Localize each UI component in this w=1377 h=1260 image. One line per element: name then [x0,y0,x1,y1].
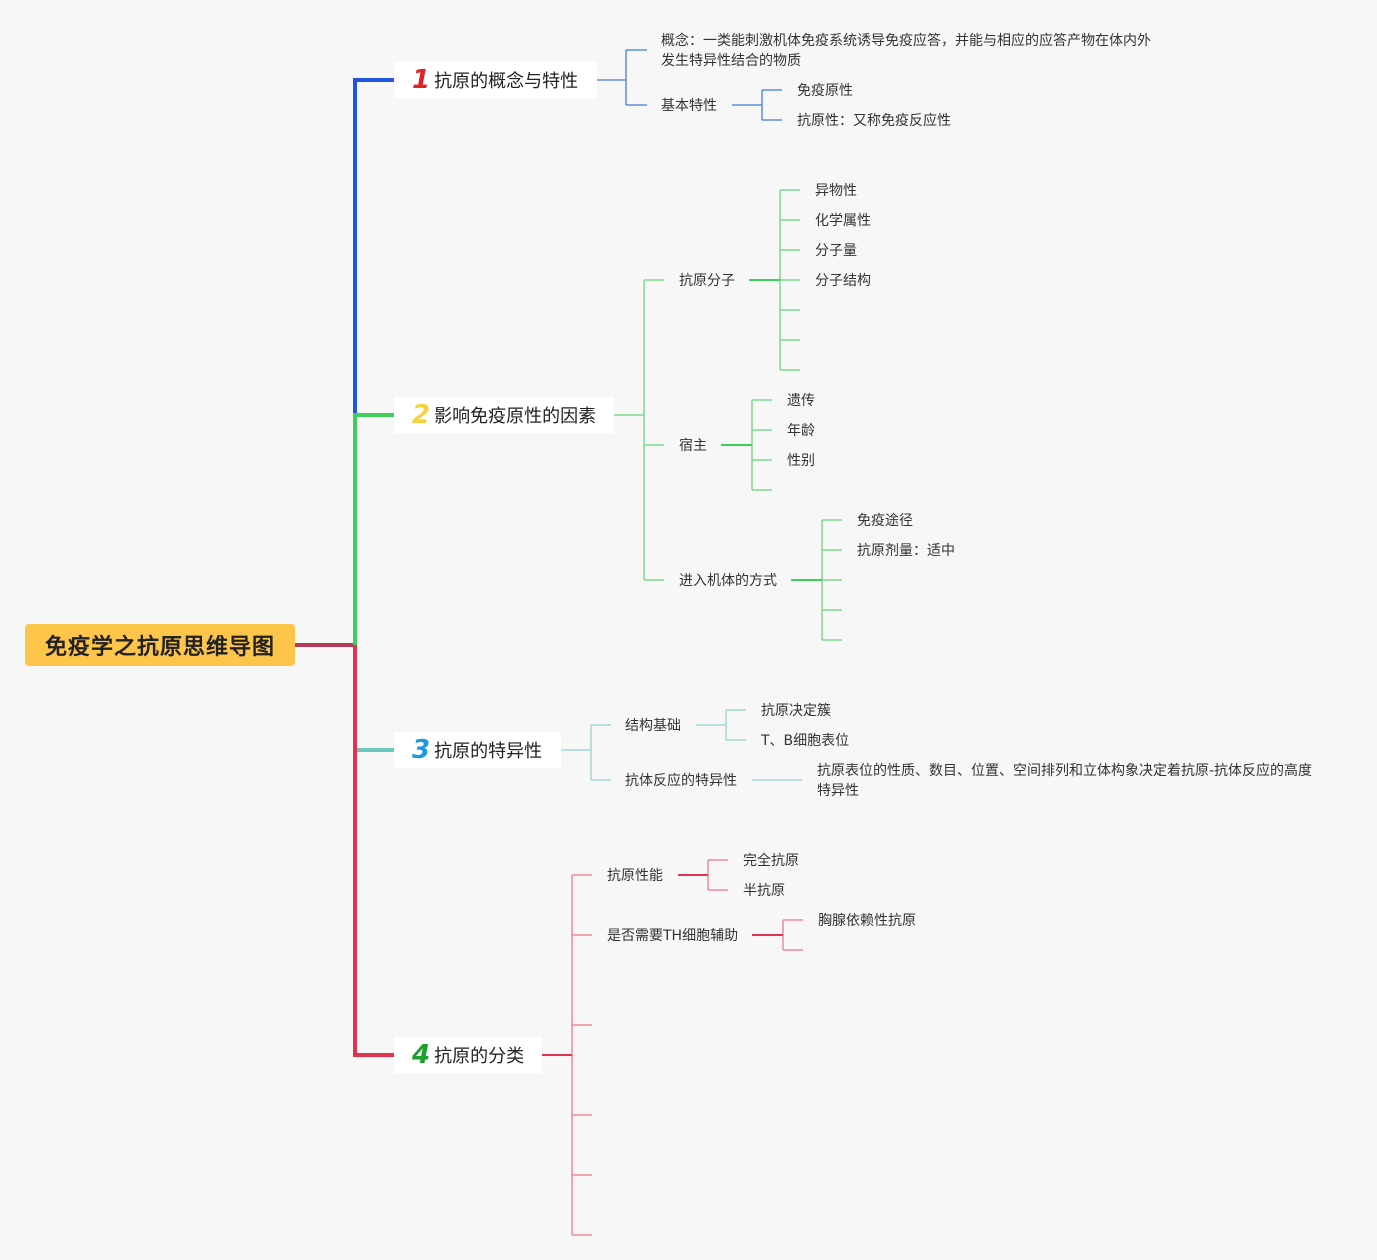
molecular-weight[interactable]: 分子量 [815,243,857,259]
immunization-route[interactable]: 免疫途径 [857,513,913,529]
entry-route[interactable]: 进入机体的方式 [679,573,777,589]
sex[interactable]: 性别 [787,453,815,469]
complete-antigen[interactable]: 完全抗原 [743,853,799,869]
branch-2-topic[interactable]: 2 影响免疫原性的因素 [394,397,614,433]
branch1-connector [353,78,394,645]
number-1-icon: 1 [412,65,431,95]
antigen-performance[interactable]: 抗原性能 [607,868,663,884]
thymus-dependent-antigen[interactable]: 胸腺依赖性抗原 [818,913,916,929]
reaction-description[interactable]: 抗原表位的性质、数目、位置、空间排列和立体构象决定着抗原-抗体反应的高度特异性 [817,763,1313,799]
branch4-connector [353,645,394,1057]
hapten[interactable]: 半抗原 [743,883,785,899]
th-cell-requirement[interactable]: 是否需要TH细胞辅助 [607,928,739,944]
branch-1-topic[interactable]: 1 抗原的概念与特性 [394,62,597,98]
immunogenicity[interactable]: 免疫原性 [797,83,853,99]
branch1-tree [597,49,782,121]
branch-2-label: 影响免疫原性的因素 [434,406,597,427]
branch-1-label: 抗原的概念与特性 [434,71,579,92]
branch2-connector [353,413,394,645]
age[interactable]: 年龄 [787,423,815,439]
branch-3-label: 抗原的特异性 [434,741,543,762]
antigenic-determinant[interactable]: 抗原决定簇 [761,703,831,719]
antigenicity[interactable]: 抗原性：又称免疫反应性 [797,113,951,129]
structural-basis[interactable]: 结构基础 [625,718,681,734]
foreignness[interactable]: 异物性 [815,183,857,199]
branch-4-topic[interactable]: 4 抗原的分类 [394,1037,542,1073]
branch3-tree [561,709,802,781]
branch-3-topic[interactable]: 3 抗原的特异性 [394,732,561,768]
number-2-icon: 2 [412,400,431,430]
genetics[interactable]: 遗传 [787,393,815,409]
antigen-molecule[interactable]: 抗原分子 [679,273,735,289]
chemical-nature[interactable]: 化学属性 [815,213,871,229]
molecular-structure[interactable]: 分子结构 [815,273,871,289]
branch4-tree [542,859,803,1236]
root-topic[interactable]: 免疫学之抗原思维导图 [25,624,295,666]
basic-properties[interactable]: 基本特性 [661,98,717,114]
concept-text[interactable]: 概念：一类能刺激机体免疫系统诱导免疫应答，并能与相应的应答产物在体内外发生特异性… [661,33,1151,69]
branch-4-label: 抗原的分类 [434,1046,525,1067]
number-4-icon: 4 [412,1040,431,1070]
number-3-icon: 3 [412,735,431,765]
antigen-dose[interactable]: 抗原剂量：适中 [857,543,955,559]
tb-cell-epitope[interactable]: T、B细胞表位 [761,733,850,749]
branch3-connector [353,645,394,752]
host[interactable]: 宿主 [679,438,707,454]
antibody-reaction-specificity[interactable]: 抗体反应的特异性 [625,773,737,789]
